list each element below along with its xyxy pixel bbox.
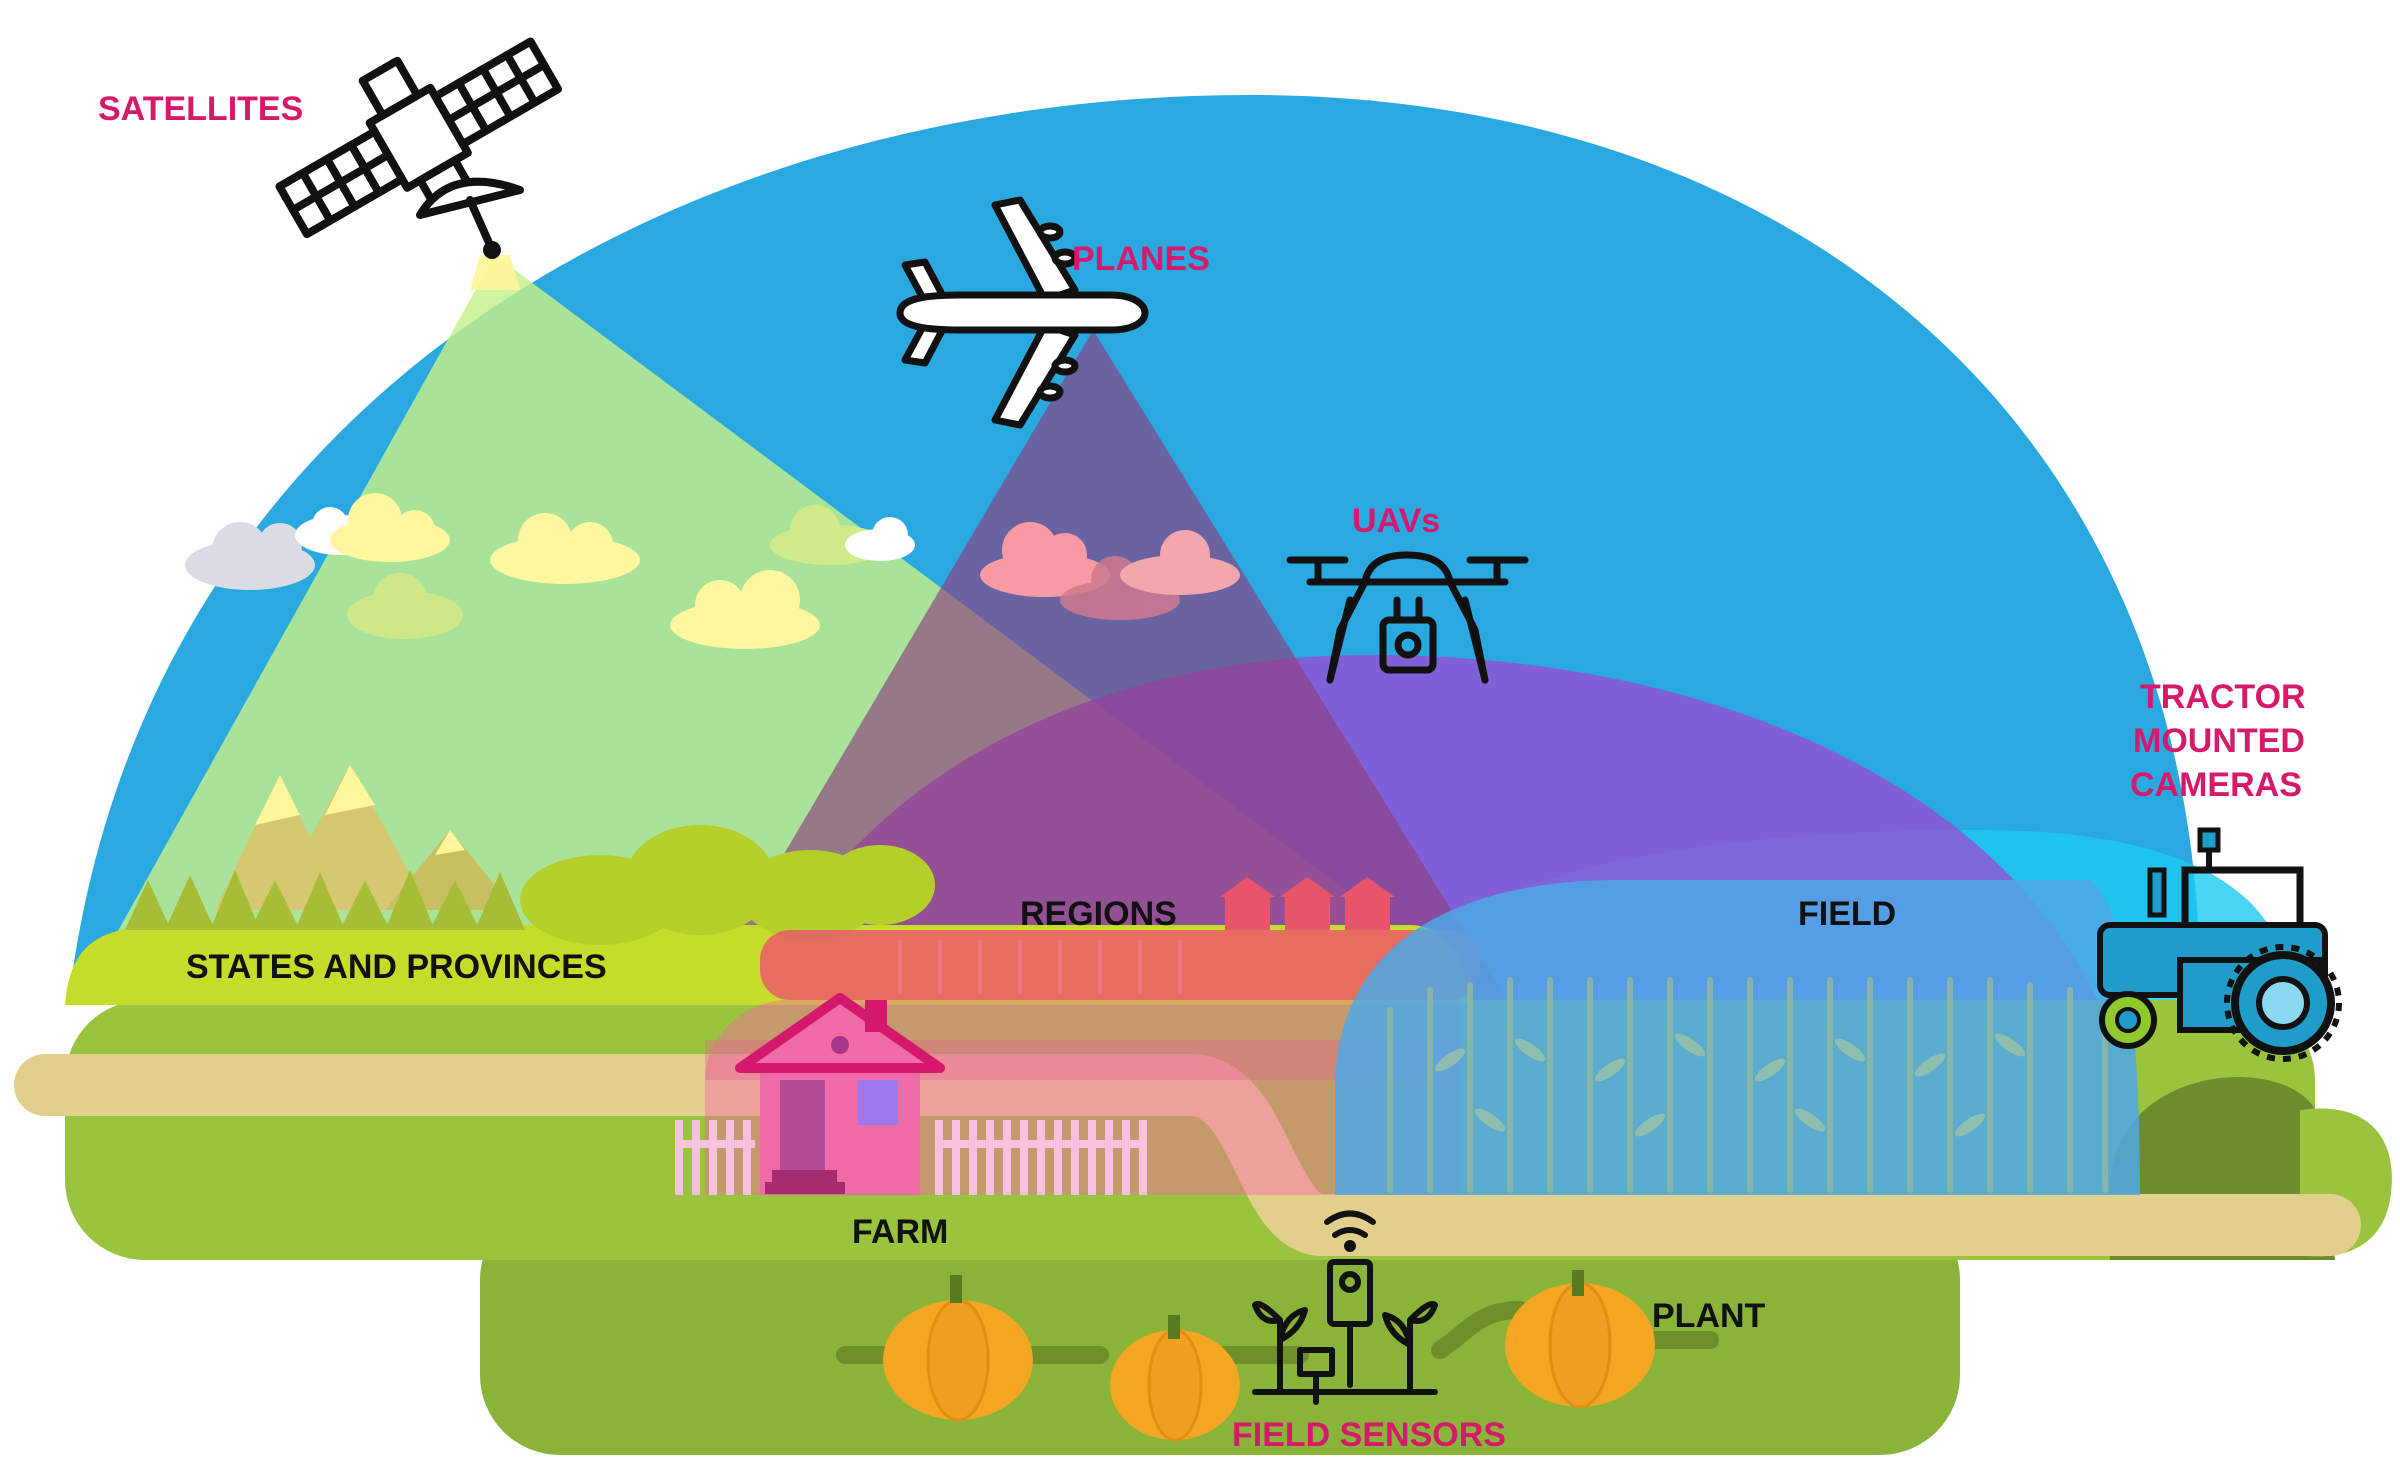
corn-leaves <box>1434 1033 2026 1137</box>
satellite-icon <box>275 37 563 259</box>
hills <box>520 825 935 945</box>
planes-label: PLANES <box>1072 240 1210 278</box>
small-house-icon <box>1340 877 1395 930</box>
airplane-icon <box>896 196 1149 429</box>
regions-label: REGIONS <box>1020 895 1177 933</box>
region-houses <box>1220 877 1395 930</box>
clouds <box>185 493 1240 649</box>
cloud <box>347 573 463 639</box>
field-sensors-label: FIELD SENSORS <box>1232 1416 1506 1454</box>
cloud <box>490 513 640 584</box>
tan-path <box>14 1054 2361 1256</box>
region-fence <box>898 940 1182 995</box>
small-house-icon <box>1220 877 1275 930</box>
pumpkin-icon <box>1110 1315 1240 1442</box>
pumpkin-icon <box>883 1275 1033 1422</box>
forest <box>125 870 525 930</box>
small-house-icon <box>1280 877 1335 930</box>
tractor-icon <box>2097 827 2342 1062</box>
field-label: FIELD <box>1798 895 1896 933</box>
cloud <box>845 517 915 561</box>
field-sensor-icon <box>1252 1210 1438 1405</box>
states-label: STATES AND PROVINCES <box>186 948 607 986</box>
tractor-label-line2: MOUNTED <box>2133 722 2305 760</box>
plane-coverage-cone <box>695 330 1510 1005</box>
tractor-label-line1: TRACTOR <box>2140 678 2306 716</box>
tractor-label-line3: CAMERAS <box>2130 766 2302 804</box>
corn-rows <box>1387 977 2108 1193</box>
cloud <box>1120 530 1240 595</box>
picket-fence <box>675 1120 1147 1195</box>
cloud <box>330 493 450 562</box>
plant-label: PLANT <box>1652 1297 1766 1335</box>
satellite-cone-tip <box>470 255 520 290</box>
field-zone <box>1335 880 2140 1195</box>
cloud <box>670 570 820 649</box>
drone-icon <box>1286 551 1529 684</box>
farm-label: FARM <box>852 1213 948 1251</box>
cloud <box>185 522 315 590</box>
uavs-label: UAVs <box>1352 502 1440 540</box>
farmhouse-icon <box>735 993 945 1195</box>
satellites-label: SATELLITES <box>98 90 303 128</box>
pumpkin-icon <box>1505 1270 1655 1409</box>
